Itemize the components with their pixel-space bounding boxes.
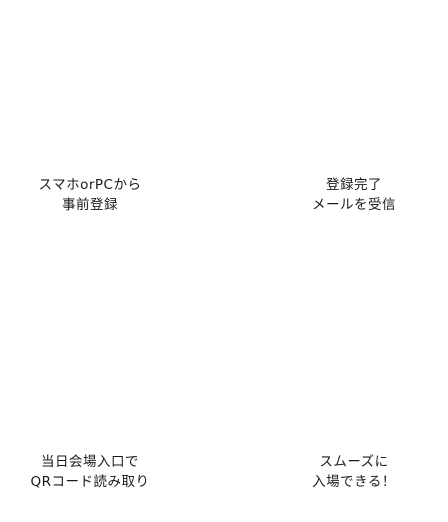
caption-line: メールを受信	[312, 197, 396, 213]
caption-line: 登録完了	[326, 177, 382, 193]
step-caption: スムーズに 入場できる！	[264, 452, 444, 492]
caption-line: 事前登録	[62, 197, 118, 213]
step-caption: 登録完了 メールを受信	[264, 175, 444, 215]
step-caption: スマホorPCから 事前登録	[0, 175, 180, 215]
caption-line: 入場できる！	[312, 474, 396, 490]
caption-line: QRコード読み取り	[30, 474, 150, 490]
caption-line: スマホorPCから	[38, 177, 142, 193]
step-caption: 当日会場入口で QRコード読み取り	[0, 452, 180, 492]
caption-line: 当日会場入口で	[41, 454, 139, 470]
caption-line: スムーズに	[319, 454, 389, 470]
